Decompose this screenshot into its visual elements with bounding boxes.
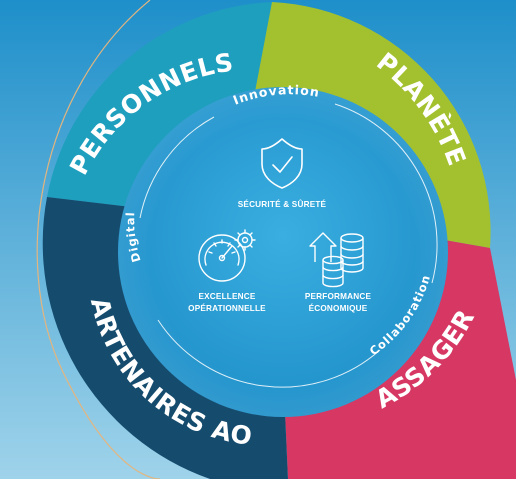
gauge-gear-icon xyxy=(198,229,256,282)
inner-ring xyxy=(139,103,438,388)
pillar-performance-line2: ÉCONOMIQUE xyxy=(309,303,368,313)
coins-arrow-icon xyxy=(309,232,364,288)
center-disc-sheen xyxy=(118,87,448,417)
pillar-performance-line1: PERFORMANCE xyxy=(305,292,372,301)
pillar-excellence-line2: OPÉRATIONNELLE xyxy=(188,303,266,313)
accent-arc xyxy=(36,0,161,479)
shield-check-icon xyxy=(261,138,303,189)
pillar-securite-label: SÉCURITÉ & SÛRETÉ xyxy=(238,198,327,209)
pillar-excellence-line1: EXCELLENCE xyxy=(198,292,255,301)
